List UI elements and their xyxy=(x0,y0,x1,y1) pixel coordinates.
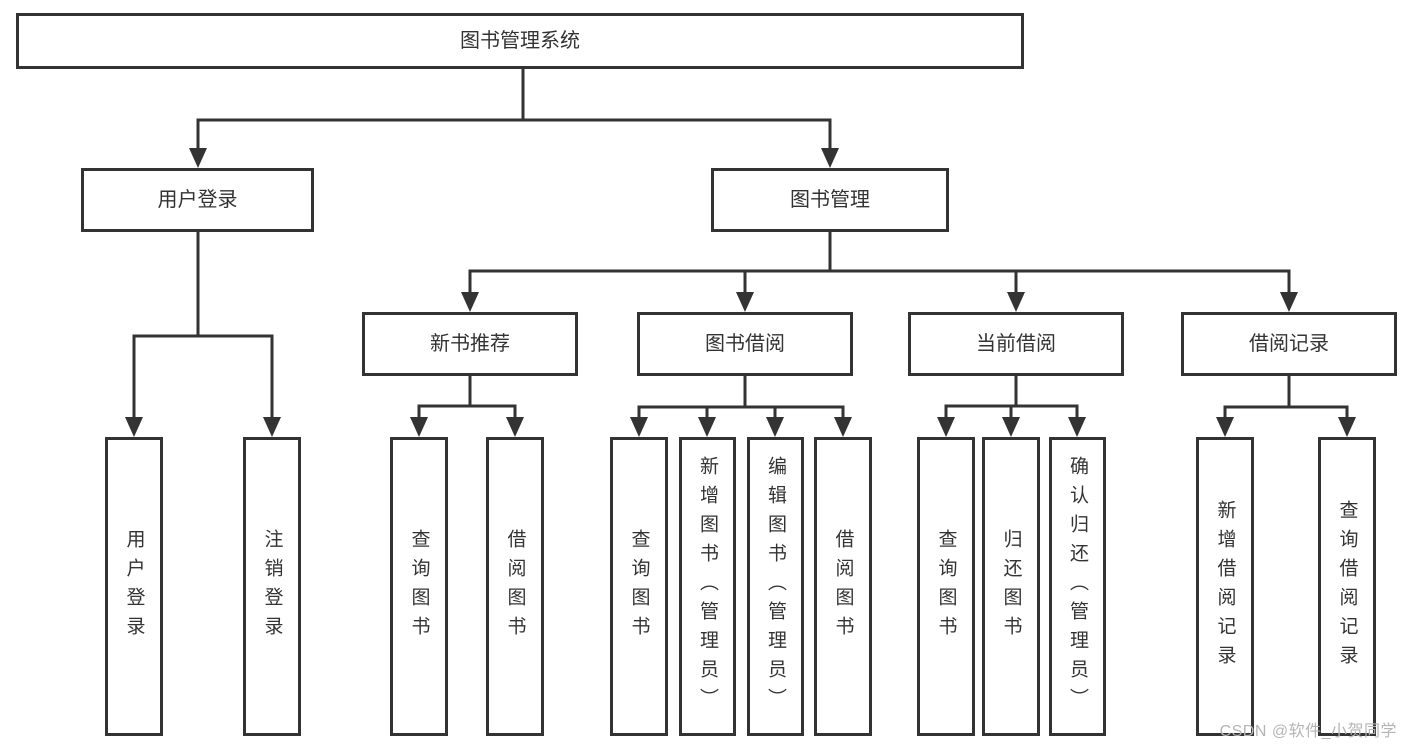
node-label: 确认归还（管理员） xyxy=(1067,456,1088,717)
node-label: 查询借阅记录 xyxy=(1336,499,1358,674)
node-current-query-books: 查询图书 xyxy=(917,437,975,736)
node-label: 新增图书（管理员） xyxy=(697,456,718,717)
connector-manage-to-level3 xyxy=(461,232,1298,312)
connector-records-children xyxy=(1216,376,1356,437)
connector-login-children xyxy=(125,232,281,437)
node-borrow-records: 借阅记录 xyxy=(1181,312,1397,376)
node-current-confirm-return-admin: 确认归还（管理员） xyxy=(1049,437,1106,736)
connector-current-children xyxy=(937,376,1086,437)
node-records-add-record: 新增借阅记录 xyxy=(1196,437,1254,736)
node-new-book-recommend: 新书推荐 xyxy=(362,312,578,376)
node-records-query-record: 查询借阅记录 xyxy=(1318,437,1376,736)
node-newbook-borrow-books: 借阅图书 xyxy=(486,437,544,736)
connector-newbook-children xyxy=(410,376,524,437)
node-label: 借阅图书 xyxy=(832,528,854,645)
node-logout-action: 注销登录 xyxy=(243,437,301,736)
node-label: 用户登录 xyxy=(123,528,145,645)
node-borrow-edit-books-admin: 编辑图书（管理员） xyxy=(747,437,804,736)
node-library-system: 图书管理系统 xyxy=(16,13,1024,69)
node-book-borrow: 图书借阅 xyxy=(637,312,853,376)
node-label: 注销登录 xyxy=(261,528,283,645)
csdn-watermark: CSDN @软件_小贺同学 xyxy=(1219,723,1397,740)
node-book-management: 图书管理 xyxy=(711,168,949,232)
node-current-return-books: 归还图书 xyxy=(982,437,1040,736)
node-borrow-borrow-books: 借阅图书 xyxy=(814,437,872,736)
node-label: 编辑图书（管理员） xyxy=(765,456,786,717)
node-user-login-action: 用户登录 xyxy=(105,437,163,736)
node-label: 借阅图书 xyxy=(504,528,526,645)
node-borrow-query-books: 查询图书 xyxy=(610,437,668,736)
node-newbook-query-books: 查询图书 xyxy=(390,437,448,736)
node-label: 新增借阅记录 xyxy=(1214,499,1236,674)
connector-root-to-level2 xyxy=(189,69,839,168)
node-label: 查询图书 xyxy=(935,528,957,645)
connector-borrow-children xyxy=(630,376,852,437)
node-current-borrow: 当前借阅 xyxy=(908,312,1124,376)
node-label: 查询图书 xyxy=(408,528,430,645)
node-label: 查询图书 xyxy=(628,528,650,645)
node-user-login: 用户登录 xyxy=(81,168,314,232)
node-borrow-add-books-admin: 新增图书（管理员） xyxy=(679,437,736,736)
node-label: 归还图书 xyxy=(1000,528,1022,645)
